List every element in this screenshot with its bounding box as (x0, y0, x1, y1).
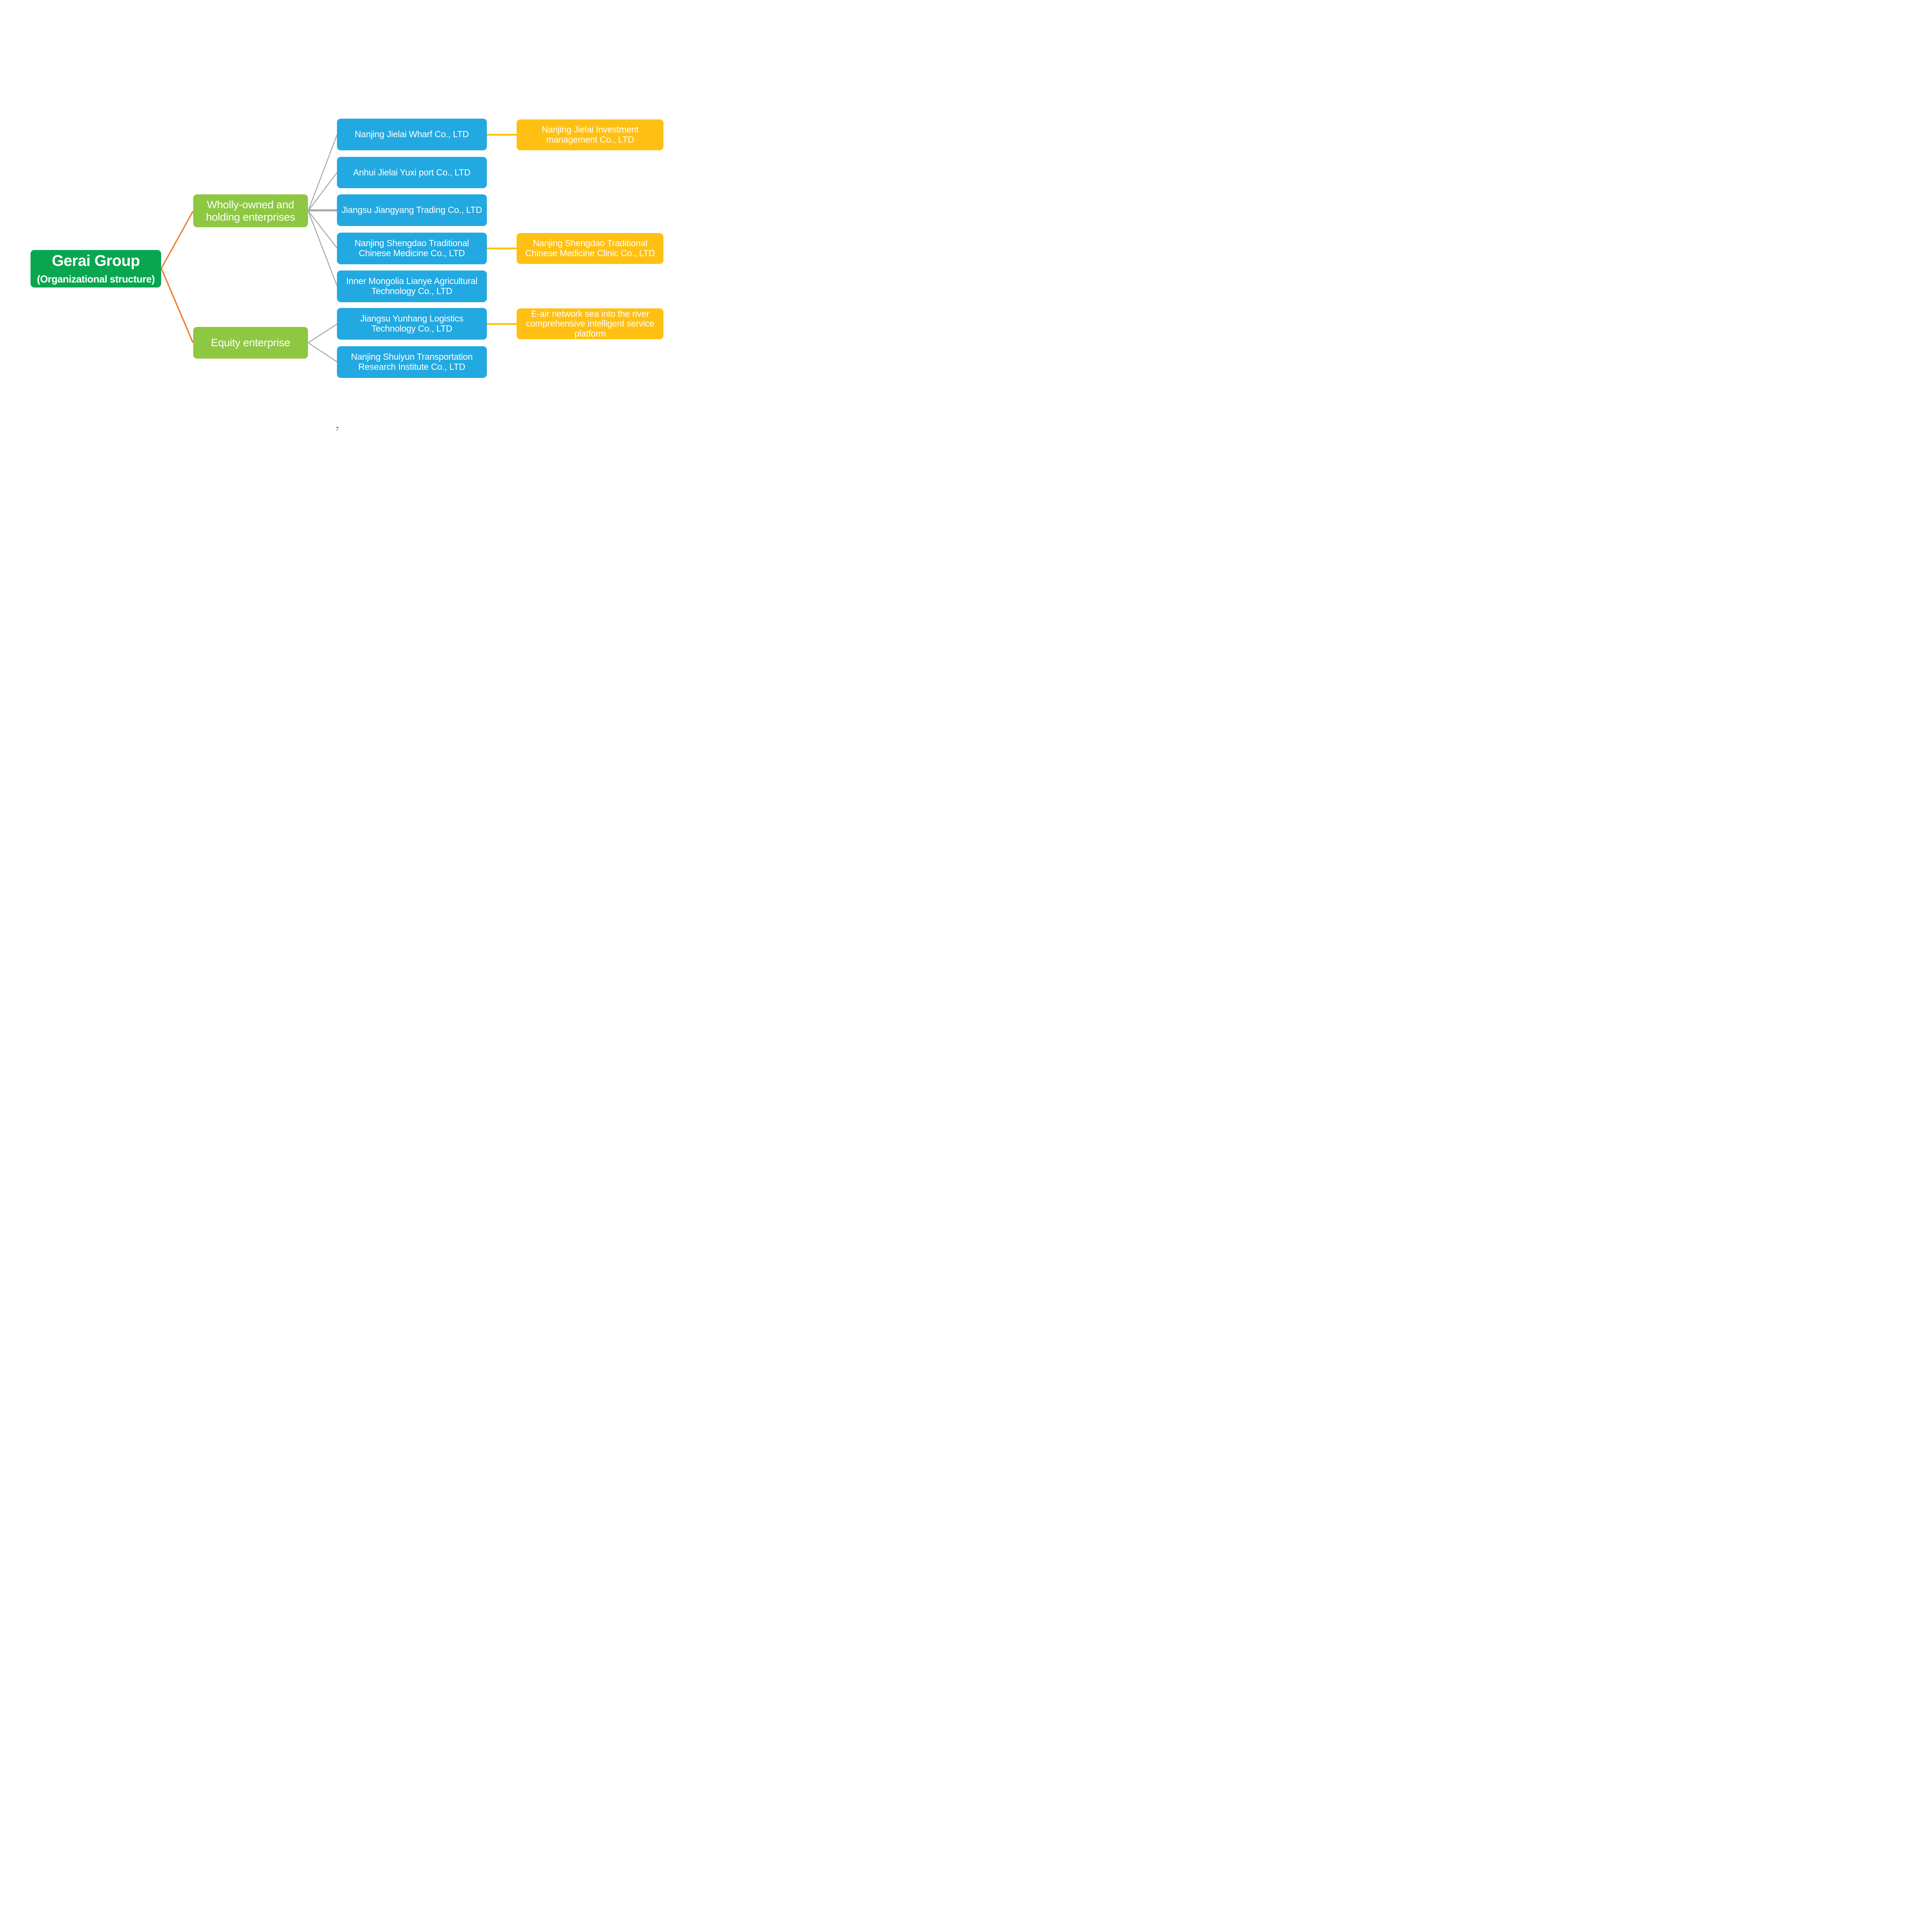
root-title: Gerai Group (52, 252, 140, 270)
company-node-jiangsu-yunhang-logistics: Jiangsu Yunhang Logistics Technology Co.… (337, 308, 487, 340)
company-node-nanjing-jielai-wharf: Nanjing Jielai Wharf Co., LTD (337, 118, 487, 150)
connector-lines (160, 134, 517, 362)
company-node-inner-mongolia-lianye: Inner Mongolia Lianye Agricultural Techn… (337, 270, 487, 302)
affiliate-node-eair-platform: E-air network sea into the river compreh… (517, 308, 664, 340)
root-subtitle: (Organizational structure) (37, 273, 155, 285)
category-node-equity-enterprise: Equity enterprise (193, 327, 308, 359)
connector-wholly-to-yuxi-port (308, 172, 338, 211)
root-node-gerai-group: Gerai Group (Organizational structure) (30, 250, 162, 287)
connector-wholly-to-lianye (308, 211, 338, 286)
company-node-jiangsu-jiangyang-trading: Jiangsu Jiangyang Trading Co., LTD (337, 194, 487, 226)
connector-root-to-equity (160, 268, 194, 343)
connector-root-to-wholly-owned (160, 211, 194, 269)
affiliate-node-jielai-investment: Nanjing Jielai Investment management Co.… (517, 119, 664, 150)
page-number: 7 (336, 426, 339, 432)
company-node-nanjing-shengdao-medicine: Nanjing Shengdao Traditional Chinese Med… (337, 232, 487, 264)
connector-wholly-to-shengdao (308, 210, 338, 249)
connector-equity-to-yunhang (308, 323, 338, 344)
connector-equity-to-shuiyun (308, 342, 338, 362)
category-node-wholly-owned: Wholly-owned and holding enterprises (193, 194, 308, 228)
org-chart-slide: Gerai Group (Organizational structure) W… (0, 0, 678, 480)
company-node-anhui-jielai-yuxi-port: Anhui Jielai Yuxi port Co., LTD (337, 156, 487, 189)
affiliate-node-shengdao-clinic: Nanjing Shengdao Traditional Chinese Med… (517, 233, 664, 264)
connector-wholly-to-wharf (308, 134, 338, 211)
company-node-nanjing-shuiyun-research: Nanjing Shuiyun Transportation Research … (337, 346, 487, 378)
